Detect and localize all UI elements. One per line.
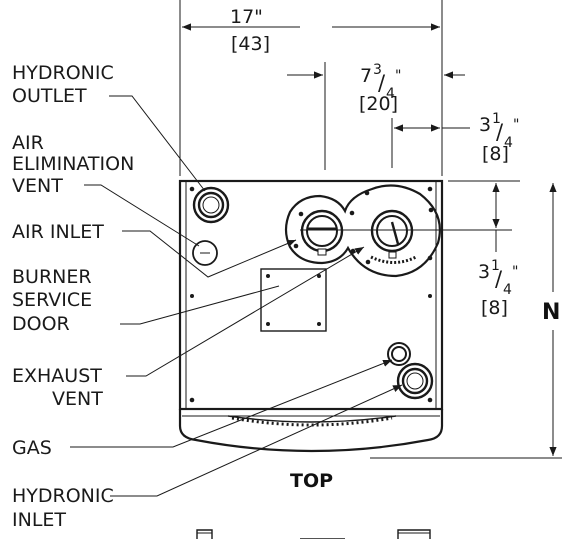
hydronic-outlet-label-line2: OUTLET (12, 85, 87, 107)
top-inch-den: 4 (504, 135, 513, 151)
offset-inch-whole: 7 (360, 65, 372, 87)
offset-inch-num: 3 (373, 62, 382, 78)
height-n-label: N (542, 300, 560, 325)
hydronic-outlet-fitting (192, 186, 230, 224)
offset-inch-mark: " (395, 68, 401, 84)
air-elimination-label-line2: ELIMINATION (12, 153, 134, 175)
air-elimination-vent-fitting (192, 240, 218, 266)
side-inch-den: 4 (503, 282, 512, 298)
air-elimination-label-line3: VENT (12, 175, 63, 197)
base-stubs (196, 529, 431, 539)
side-inch-num: 1 (491, 258, 500, 274)
unit-body (178, 179, 444, 453)
vent-housing (284, 184, 450, 278)
side-inch-whole: 3 (478, 261, 490, 283)
hydronic-outlet-label-line1: HYDRONIC (12, 62, 114, 84)
top-inch-num: 1 (492, 111, 501, 127)
gas-fitting (387, 342, 411, 366)
exhaust-label-line2: VENT (52, 388, 103, 410)
air-elimination-label-line1: AIR (12, 132, 44, 154)
burner-label-line3: DOOR (12, 313, 70, 335)
view-label-top: TOP (290, 470, 333, 492)
top-fraction-slash: / (496, 120, 504, 144)
top-inch-mark: " (513, 117, 519, 133)
hydronic-inlet-label-line1: HYDRONIC (12, 485, 114, 507)
offset-fraction-slash: / (378, 71, 386, 95)
gas-label: GAS (12, 437, 52, 459)
air-inlet-label: AIR INLET (12, 221, 104, 243)
side-fraction-slash: / (495, 267, 503, 291)
hydronic-inlet-label-line2: INLET (12, 509, 66, 531)
hydronic-inlet-fitting (396, 362, 434, 400)
top-inch-whole: 3 (479, 114, 491, 136)
burner-label-line1: BURNER (12, 266, 92, 288)
dimension-7-3-4in (287, 62, 465, 170)
side-cm-text: [8] (481, 297, 508, 319)
dimension-height-n (370, 183, 562, 459)
exhaust-label-line1: EXHAUST (12, 365, 102, 387)
width-cm-text: [43] (231, 33, 270, 55)
offset-inch-den: 4 (386, 86, 395, 102)
burner-label-line2: SERVICE (12, 289, 92, 311)
dimension-17in (179, 0, 443, 176)
callout-leaders (70, 95, 403, 497)
top-cm-text: [8] (482, 143, 509, 165)
side-inch-mark: " (512, 264, 518, 280)
offset-cm-text: [20] (359, 93, 398, 115)
width-inch-text: 17" (230, 6, 263, 28)
dimension-side-3-1-4in-vertical (448, 180, 520, 252)
dimension-top-3-1-4in-horizontal (391, 118, 470, 176)
burner-service-door (260, 268, 327, 332)
